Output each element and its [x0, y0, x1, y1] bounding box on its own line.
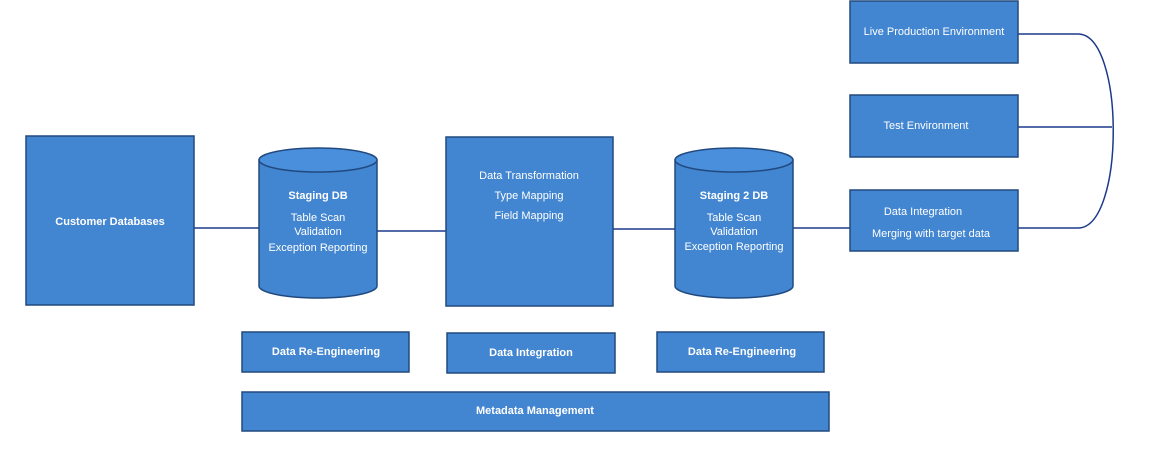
staging-db-line-1: Table Scan	[291, 212, 345, 224]
staging-db-line-3: Exception Reporting	[268, 242, 367, 254]
live-production-label: Live Production Environment	[864, 26, 1005, 38]
customer-databases-label: Customer Databases	[55, 216, 164, 228]
staging-2-db-line-1: Table Scan	[707, 212, 761, 224]
staging-db-line-2: Validation	[294, 226, 342, 238]
data-integration-target-line-2: Merging with target data	[872, 228, 991, 240]
connector-live-bracket	[1018, 33, 1114, 229]
phase-integration: Data Integration	[446, 332, 616, 374]
staging-db-top	[258, 147, 378, 173]
staging-db-cylinder: Staging DB Table Scan Validation Excepti…	[258, 147, 378, 299]
staging-2-db-line-3: Exception Reporting	[684, 241, 783, 253]
customer-databases-box: Customer Databases	[25, 135, 195, 306]
transformation-box: Data Transformation Type Mapping Field M…	[445, 136, 614, 307]
transformation-line-3: Field Mapping	[494, 210, 563, 222]
transformation-line-2: Type Mapping	[494, 190, 563, 202]
staging-2-db-title: Staging 2 DB	[700, 190, 769, 202]
staging-2-db-line-2: Validation	[710, 226, 758, 238]
phase-integration-label: Data Integration	[489, 347, 573, 359]
staging-db-title: Staging DB	[288, 190, 347, 202]
phase-metadata-management: Metadata Management	[241, 391, 830, 432]
data-integration-target-box: Data Integration Merging with target dat…	[849, 189, 1019, 252]
transformation-line-1: Data Transformation	[479, 170, 579, 182]
phase-re-engineering-2: Data Re-Engineering	[656, 331, 825, 373]
test-environment-box: Test Environment	[849, 94, 1019, 158]
test-environment-label: Test Environment	[884, 120, 969, 132]
live-production-box: Live Production Environment	[849, 0, 1019, 64]
staging-2-db-body	[674, 159, 794, 299]
phase-re-engineering-1-label: Data Re-Engineering	[272, 346, 380, 358]
phase-re-engineering-1: Data Re-Engineering	[241, 331, 410, 373]
phase-metadata-management-label: Metadata Management	[476, 405, 594, 417]
staging-db-body	[258, 159, 378, 299]
connectors	[194, 33, 1114, 232]
data-integration-target-line-1: Data Integration	[884, 206, 962, 218]
phase-re-engineering-2-label: Data Re-Engineering	[688, 346, 796, 358]
staging-2-db-top	[674, 147, 794, 173]
staging-2-db-cylinder: Staging 2 DB Table Scan Validation Excep…	[674, 147, 794, 299]
